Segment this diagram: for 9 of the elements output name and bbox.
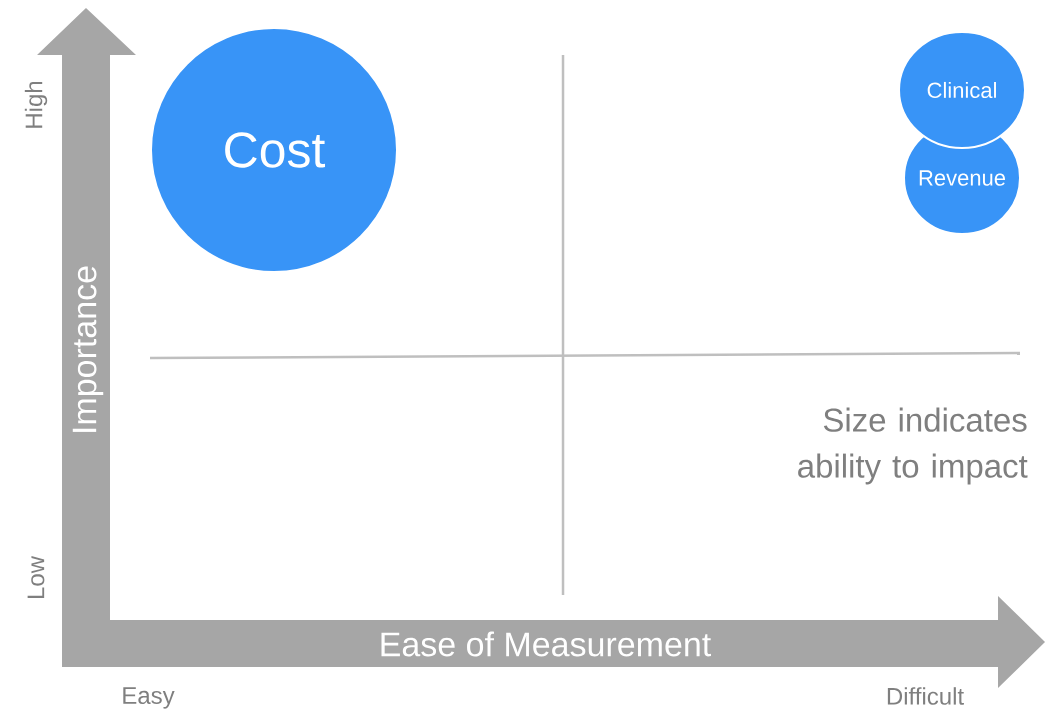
bubble: Cost xyxy=(150,27,398,273)
axis-title: Ease of Measurement xyxy=(381,631,711,657)
axis-end-label: High xyxy=(24,81,48,128)
note-text: Size indicates ability to impact xyxy=(798,407,1028,485)
axis-end-label: Easy xyxy=(123,687,175,709)
axis-end-label: Low xyxy=(27,555,45,599)
bubble: Clinical xyxy=(898,31,1026,149)
axis-end-label: Difficult xyxy=(887,687,964,705)
axis-title: Importance xyxy=(72,266,104,432)
